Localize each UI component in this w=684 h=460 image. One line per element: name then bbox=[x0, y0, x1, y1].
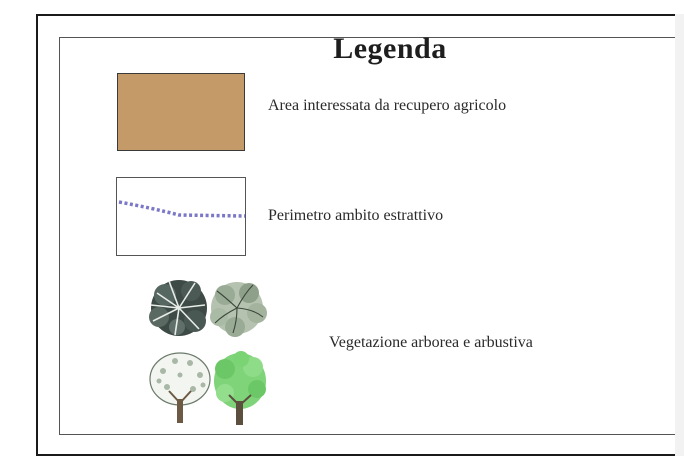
dark-tree-icon bbox=[149, 280, 207, 336]
perimeter-label: Perimetro ambito estrattivo bbox=[268, 207, 444, 224]
deciduous-tree-icon bbox=[149, 352, 211, 423]
legend-outer-frame bbox=[36, 14, 682, 456]
agricultural-area-swatch bbox=[117, 73, 245, 151]
vegetation-symbols bbox=[145, 275, 270, 427]
shrub-icon bbox=[210, 282, 267, 337]
legend-inner-frame bbox=[59, 37, 681, 435]
agricultural-area-label: Area interessata da recupero agricolo bbox=[268, 97, 507, 114]
dotted-line-icon bbox=[118, 200, 246, 218]
vegetation-label: Vegetazione arborea e arbustiva bbox=[329, 334, 533, 351]
green-tree-icon bbox=[214, 351, 266, 425]
perimeter-swatch bbox=[116, 177, 246, 256]
legend-title: Legenda bbox=[333, 32, 447, 65]
scan-edge bbox=[675, 14, 684, 456]
